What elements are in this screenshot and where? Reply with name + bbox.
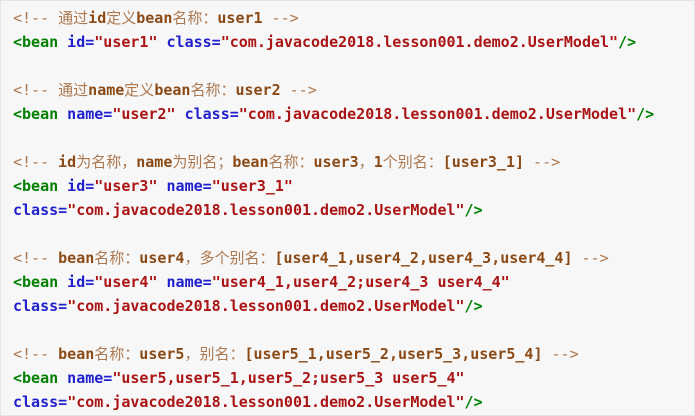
code-line: <bean name="user5,user5_1,user5_2;user5_…: [13, 366, 682, 390]
code-token-cc: [user5_1,user5_2,user5_3,user5_4]: [244, 345, 543, 363]
code-line: <bean id="user4" name="user4_1,user4_2;u…: [13, 270, 682, 294]
code-token-cc: bean: [58, 249, 95, 267]
code-token-cm: ，: [358, 153, 374, 171]
code-token-attr: name=: [157, 273, 212, 291]
code-token-cc: 1: [373, 153, 383, 171]
code-token-str: "com.javacode2018.lesson001.demo2.UserMo…: [67, 393, 465, 411]
code-token-attr: class=: [13, 297, 68, 315]
code-line: class="com.javacode2018.lesson001.demo2.…: [13, 390, 682, 414]
code-token-attr: class=: [13, 201, 68, 219]
code-line-blank: [13, 54, 682, 78]
code-token-cc: name: [88, 81, 125, 99]
code-token-cc: user3: [313, 153, 359, 171]
code-token-cm: 为名称，: [76, 153, 137, 171]
code-token-cm: -->: [262, 9, 299, 27]
code-line-blank: [13, 318, 682, 342]
code-token-cc: user5: [139, 345, 185, 363]
code-token-attr: class=: [157, 33, 221, 51]
code-token-cm: <!--: [13, 81, 59, 99]
code-line-blank: [13, 222, 682, 246]
code-token-cc: bean: [232, 153, 269, 171]
code-line: <!-- id为名称，name为别名；bean名称：user3，1个别名：[us…: [13, 150, 682, 174]
code-token-cm: 名称：: [94, 345, 140, 363]
code-token-cc: bean: [58, 345, 95, 363]
code-token-cm: <!--: [13, 249, 59, 267]
code-token-attr: id=: [58, 33, 95, 51]
code-token-tag: />: [464, 297, 483, 315]
code-token-cm: 定义: [106, 9, 137, 27]
code-line: <bean name="user2" class="com.javacode20…: [13, 102, 682, 126]
code-line: <!-- bean名称：user5，别名：[user5_1,user5_2,us…: [13, 342, 682, 366]
code-token-cm: -->: [542, 345, 579, 363]
code-token-str: "com.javacode2018.lesson001.demo2.UserMo…: [67, 201, 465, 219]
code-token-cm: <!--: [13, 345, 59, 363]
code-token-cm: ，多个别名：: [184, 249, 275, 267]
code-token-cm: <!--: [13, 153, 59, 171]
code-token-tag: <bean: [13, 33, 59, 51]
code-token-cc: name: [136, 153, 173, 171]
code-token-cm: 通过: [58, 81, 89, 99]
code-token-attr: class=: [175, 105, 239, 123]
code-token-cm: 名称：: [94, 249, 140, 267]
code-token-attr: id=: [58, 177, 95, 195]
code-token-cm: 名称：: [268, 153, 314, 171]
code-token-tag: />: [636, 105, 655, 123]
code-line-blank: [13, 126, 682, 150]
code-token-cm: 名称：: [172, 9, 218, 27]
code-line: <bean id="user1" class="com.javacode2018…: [13, 30, 682, 54]
code-token-cc: user1: [217, 9, 263, 27]
code-token-cm: -->: [572, 249, 609, 267]
code-token-str: "user3": [94, 177, 158, 195]
code-token-cc: id: [58, 153, 77, 171]
code-token-cc: bean: [154, 81, 191, 99]
code-token-str: "com.javacode2018.lesson001.demo2.UserMo…: [238, 105, 637, 123]
code-token-tag: />: [464, 393, 483, 411]
code-token-str: "user5,user5_1,user5_2;user5_3 user5_4": [112, 369, 465, 387]
code-token-cm: -->: [280, 81, 317, 99]
code-line: class="com.javacode2018.lesson001.demo2.…: [13, 294, 682, 318]
code-token-cm: <!--: [13, 9, 59, 27]
code-token-attr: name=: [157, 177, 212, 195]
code-line: <!-- 通过name定义bean名称：user2 -->: [13, 78, 682, 102]
code-token-cm: 名称：: [190, 81, 236, 99]
code-token-str: "user1": [94, 33, 158, 51]
code-token-attr: name=: [58, 105, 113, 123]
code-line: <!-- bean名称：user4，多个别名：[user4_1,user4_2,…: [13, 246, 682, 270]
code-token-tag: <bean: [13, 273, 59, 291]
code-token-str: "user4": [94, 273, 158, 291]
code-token-str: "com.javacode2018.lesson001.demo2.UserMo…: [220, 33, 619, 51]
code-token-tag: />: [464, 201, 483, 219]
code-token-cm: 为别名；: [172, 153, 233, 171]
code-token-tag: <bean: [13, 177, 59, 195]
code-token-cm: 个别名：: [382, 153, 443, 171]
code-token-tag: <bean: [13, 369, 59, 387]
code-line: class="com.javacode2018.lesson001.demo2.…: [13, 198, 682, 222]
code-token-cm: ，别名：: [184, 345, 245, 363]
code-token-cc: [user3_1]: [442, 153, 525, 171]
code-token-str: "user4_1,user4_2;user4_3 user4_4": [211, 273, 510, 291]
code-token-cc: user2: [235, 81, 281, 99]
code-token-cm: 定义: [124, 81, 155, 99]
code-token-attr: id=: [58, 273, 95, 291]
code-token-str: "user2": [112, 105, 176, 123]
code-token-cc: bean: [136, 9, 173, 27]
code-token-cc: id: [88, 9, 107, 27]
code-token-str: "user3_1": [211, 177, 293, 195]
code-token-cm: -->: [524, 153, 561, 171]
code-line: <bean id="user3" name="user3_1": [13, 174, 682, 198]
code-token-str: "com.javacode2018.lesson001.demo2.UserMo…: [67, 297, 465, 315]
code-token-tag: />: [618, 33, 637, 51]
code-line: <!-- 通过id定义bean名称：user1 -->: [13, 6, 682, 30]
code-token-cc: [user4_1,user4_2,user4_3,user4_4]: [274, 249, 573, 267]
code-token-cm: 通过: [58, 9, 89, 27]
code-token-attr: name=: [58, 369, 113, 387]
code-token-attr: class=: [13, 393, 68, 411]
code-token-cc: user4: [139, 249, 185, 267]
code-token-tag: <bean: [13, 105, 59, 123]
